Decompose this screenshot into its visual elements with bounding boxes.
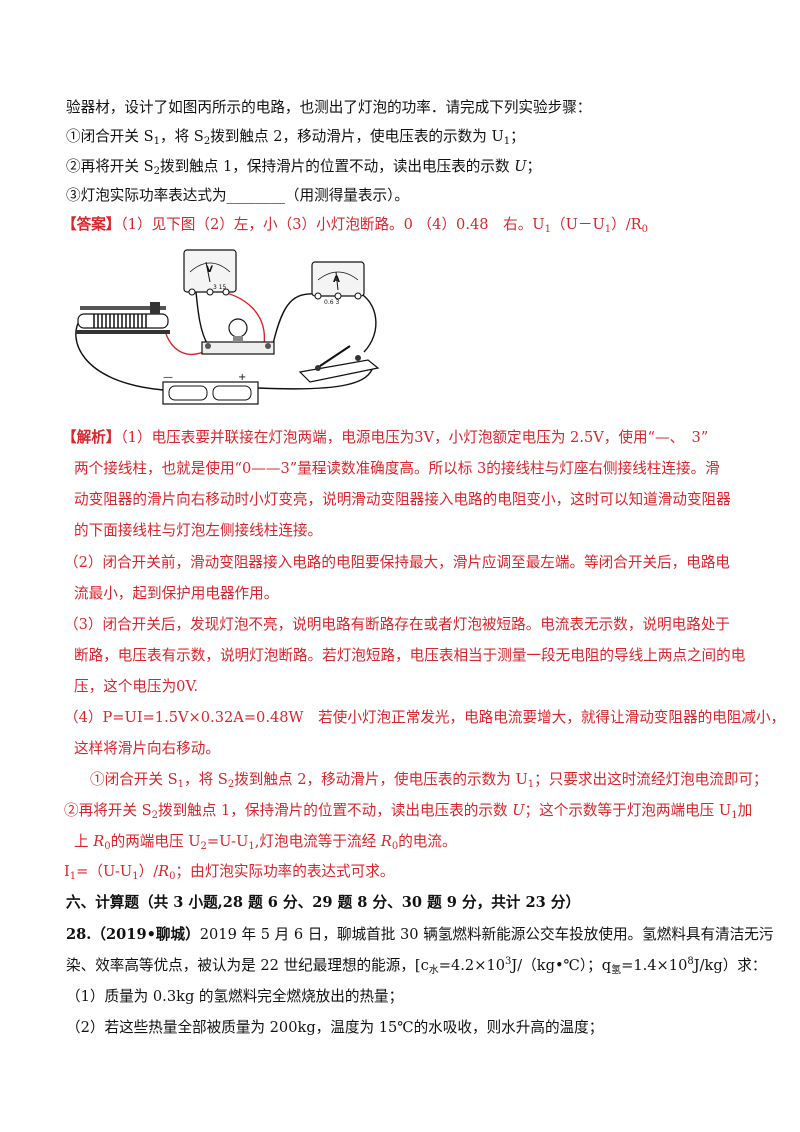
analysis-line-13: ②再将开关 S2拨到触点 1，保持滑片的位置不动，读出电压表的示数 U；这个示数…: [64, 802, 753, 821]
wire-ammeter-lamp: [272, 293, 319, 345]
ammeter-label: A: [333, 275, 340, 285]
ammeter-terminals: 0.6 3: [324, 299, 339, 306]
switch: [298, 345, 380, 383]
section-heading: 六、计算题（共 3 小题,28 题 6 分、29 题 8 分、30 题 9 分，…: [66, 894, 581, 911]
analysis-line-9: 压，这个电压为0V.: [74, 678, 199, 695]
analysis-line-11: 这样将滑片向右移动。: [74, 740, 220, 757]
question-text-line-1: 验器材，设计了如图丙所示的电路，也测出了灯泡的功率．请完成下列实验步骤：: [66, 99, 592, 116]
analysis-line-15: I1=（U-U1）/R0；由灯泡实际功率的表达式可求。: [64, 863, 395, 882]
analysis-line-6: 流最小，起到保护用电器作用。: [74, 585, 279, 602]
analysis-line-8: 断路，电压表有示数，说明灯泡断路。若灯泡短路，电压表相当于测量一段无电阻的导线上…: [74, 647, 746, 664]
analysis-line-12: ①闭合开关 S1，将 S2拨到触点 2，移动滑片，使电压表的示数为 U1；只要求…: [90, 771, 768, 790]
question-28-part-1: （1）质量为 0.3kg 的氢燃料完全燃烧放出的热量；: [66, 988, 404, 1005]
wire-ammeter-switch: [357, 291, 377, 353]
analysis-line-5: （2）闭合开关前，滑动变阻器接入电路的电阻要保持最大，滑片应调至最左端。等闭合开…: [64, 554, 731, 571]
analysis-line-2: 两个接线柱，也就是使用“0——3”量程读数准确度高。所以标 3的接线柱与灯座右侧…: [74, 460, 720, 477]
answer-line: 【答案】（1）见下图（2）左，小（3）小灯泡断路。0 （4）0.48 右。U1（…: [62, 216, 649, 235]
question-28-part-2: （2）若这些热量全部被质量为 200kg，温度为 15℃的水吸收，则水升高的温度…: [66, 1019, 604, 1036]
question-28-line-2: 染、效率高等优点，被认为是 22 世纪最理想的能源，[c水=4.2×103J/（…: [66, 956, 767, 976]
wire-rheostat-battery: [75, 319, 164, 391]
battery: — +: [162, 372, 259, 405]
question-step-2: ②再将开关 S2拨到触点 1，保持滑片的位置不动，读出电压表的示数 U；: [66, 158, 542, 177]
wire-voltmeter-lamp: [195, 291, 209, 346]
rheostat: [76, 302, 170, 334]
voltmeter: V 3 15: [183, 249, 237, 296]
analysis-line-4: 的下面接线柱与灯泡左侧接线柱连接。: [74, 522, 323, 539]
wire-voltmeter-lamp-red: [222, 291, 266, 346]
ammeter: A 0.6 3: [311, 261, 365, 306]
voltmeter-label: V: [206, 265, 213, 275]
analysis-line-1: 【解析】（1）电压表要并联接在灯泡两端，电源电压为3V，小灯泡额定电压为 2.5…: [62, 429, 709, 446]
analysis-line-7: （3）闭合开关后，发现灯泡不亮，说明电路有断路存在或者灯泡被短路。电流表无示数，…: [64, 616, 731, 633]
circuit-diagram: V 3 15 A 0.6 3 — +: [75, 249, 380, 405]
question-step-3: ③灯泡实际功率表达式为________（用测得量表示）。: [66, 187, 409, 204]
question-step-1: ①闭合开关 S1，将 S2拨到触点 2，移动滑片，使电压表的示数为 U1；: [66, 128, 525, 147]
wire-battery-switch: [257, 366, 374, 390]
voltmeter-terminals: 3 15: [213, 284, 227, 291]
analysis-line-14: 上 R0的两端电压 U2=U-U1,灯泡电流等于流经 R0的电流。: [74, 833, 457, 852]
analysis-line-3: 动变阻器的滑片向右移动时小灯变亮，说明滑动变阻器接入电路的电阻变小，这时可以知道…: [74, 491, 731, 508]
battery-plus-label: +: [238, 372, 246, 383]
question-28-line-1: 28.（2019•聊城）2019 年 5 月 6 日，聊城首批 30 辆氢燃料新…: [66, 926, 774, 943]
analysis-line-10: （4）P=UI=1.5V×0.32A=0.48W 若使小灯泡正常发光，电路电流要…: [64, 709, 786, 726]
battery-minus-label: —: [163, 372, 173, 383]
lamp: [201, 318, 275, 355]
